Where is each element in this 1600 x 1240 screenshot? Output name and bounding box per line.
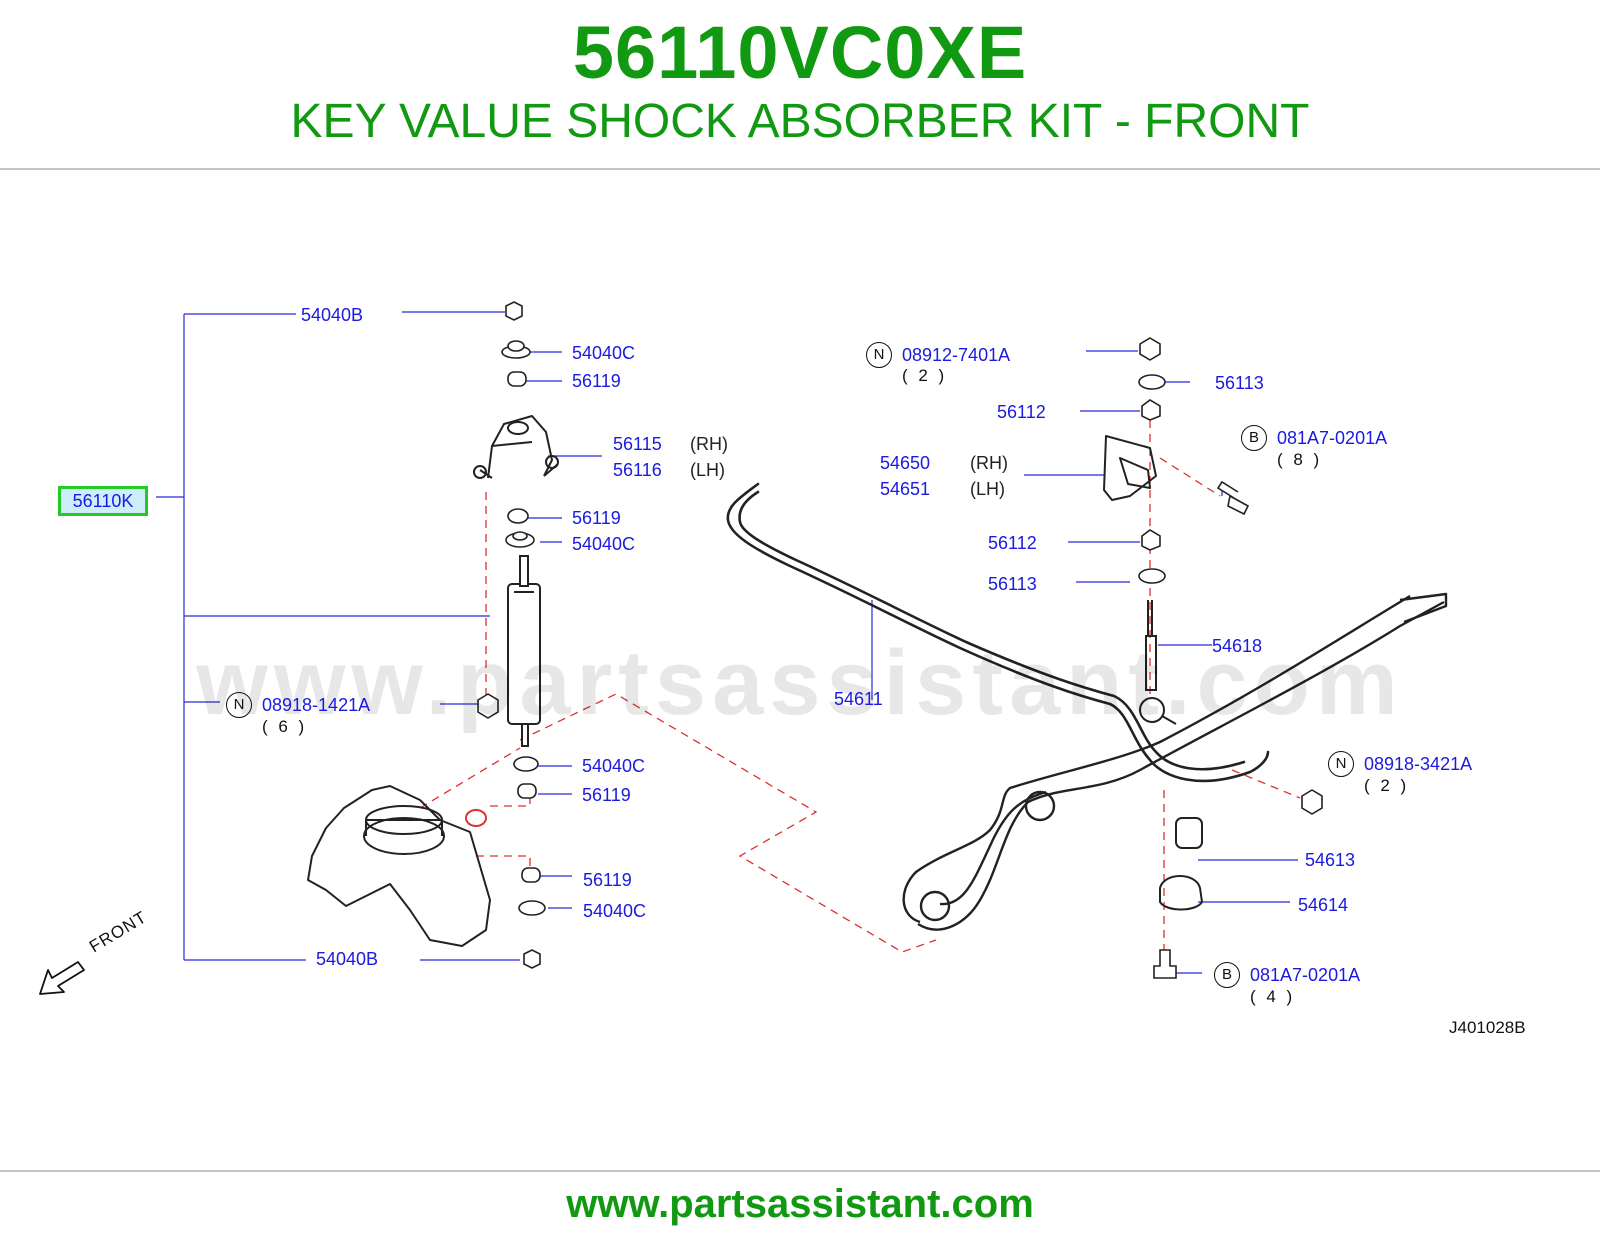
bushing-56112-1 <box>1141 399 1161 421</box>
label-56113-2[interactable]: 56113 <box>988 574 1037 594</box>
part-description-title: KEY VALUE SHOCK ABSORBER KIT - FRONT <box>290 95 1310 148</box>
label-08918-1421A[interactable]: 08918-1421A <box>262 695 371 715</box>
diagram-code: J401028B <box>1449 1018 1526 1037</box>
label-081A7-0201A-2[interactable]: 081A7-0201A <box>1250 965 1361 985</box>
label-56113-1[interactable]: 56113 <box>1215 373 1264 393</box>
washer-54040C-4 <box>518 900 546 916</box>
label-54040C-1[interactable]: 54040C <box>572 343 636 363</box>
upper-bracket <box>479 415 559 479</box>
nut-08918-1421A <box>477 693 499 719</box>
leader-lines <box>402 311 1298 974</box>
bushing-56119-3 <box>517 783 537 799</box>
label-08912-7401A[interactable]: 08912-7401A <box>902 345 1011 365</box>
bushing-56119-4 <box>521 867 541 883</box>
label-54040B-bottom[interactable]: 54040B <box>316 949 379 969</box>
label-56119-1[interactable]: 56119 <box>572 371 621 391</box>
highlighted-part-label: 56110K <box>61 489 145 513</box>
footer-divider <box>0 1170 1600 1172</box>
label-56116[interactable]: 56116 <box>613 460 662 480</box>
shock-absorber-body <box>507 583 541 725</box>
label-lh-54651: (LH) <box>970 479 1005 499</box>
nut-54040B-bottom <box>523 949 541 969</box>
label-54650[interactable]: 54650 <box>880 453 931 473</box>
label-54040B-top[interactable]: 54040B <box>301 305 364 325</box>
washer-54040C-3 <box>513 756 539 772</box>
washer-56113-2 <box>1138 568 1166 584</box>
header: 56110VC0XE KEY VALUE SHOCK ABSORBER KIT … <box>0 0 1600 168</box>
qty-2a: ( 2 ) <box>902 366 948 385</box>
bushing-56112-2 <box>1141 529 1161 551</box>
circle-b-marker: B <box>1241 425 1267 451</box>
circle-n-marker-2: N <box>866 342 892 368</box>
label-08918-3421A[interactable]: 08918-3421A <box>1364 754 1473 774</box>
nut-08918-3421A <box>1301 789 1323 815</box>
circle-n-marker-3: N <box>1328 751 1354 777</box>
label-56115[interactable]: 56115 <box>613 434 662 454</box>
dashed-lower-ref <box>519 693 937 953</box>
dashed-nut-ref <box>1231 769 1301 799</box>
label-54613[interactable]: 54613 <box>1305 850 1356 870</box>
stabilizer-bar-54611 <box>726 482 1270 783</box>
label-lh-56116: (LH) <box>690 460 725 480</box>
bracket-54650 <box>1103 435 1157 501</box>
highlighted-part-56110K[interactable]: 56110K <box>58 486 148 516</box>
bolt-081A7-0201A-2 <box>1153 949 1177 979</box>
label-56112-1[interactable]: 56112 <box>997 402 1046 422</box>
stabilizer-link-54618 <box>1145 600 1157 691</box>
header-divider <box>0 168 1600 170</box>
label-54040C-3[interactable]: 54040C <box>582 756 646 776</box>
qty-8: ( 8 ) <box>1277 450 1323 469</box>
circle-b-marker-2: B <box>1214 962 1240 988</box>
label-54614[interactable]: 54614 <box>1298 895 1349 915</box>
label-rh-56115: (RH) <box>690 434 728 454</box>
qty-4: ( 4 ) <box>1250 987 1296 1006</box>
nut-54040B-top <box>505 301 523 321</box>
label-rh-54650: (RH) <box>970 453 1008 473</box>
part-number-title: 56110VC0XE <box>572 11 1028 94</box>
dashed-bolt-1 <box>1159 457 1221 497</box>
label-56112-2[interactable]: 56112 <box>988 533 1037 553</box>
qty-2b: ( 2 ) <box>1364 776 1410 795</box>
clamp-54614 <box>1159 875 1204 911</box>
label-54618[interactable]: 54618 <box>1212 636 1263 656</box>
label-54651[interactable]: 54651 <box>880 479 931 499</box>
bolt-081A7-0201A-1 <box>1216 480 1250 516</box>
bushing-56119-2 <box>507 508 529 524</box>
washer-56113-1 <box>1138 374 1166 390</box>
crossmember-frame <box>902 594 1445 931</box>
nut-08912-7401A <box>1139 337 1161 361</box>
dashed-mount <box>419 747 531 868</box>
front-arrow <box>39 961 85 995</box>
label-54611[interactable]: 54611 <box>834 689 883 709</box>
bushing-56119-1 <box>507 371 527 387</box>
label-56119-3[interactable]: 56119 <box>582 785 631 805</box>
qty-6: ( 6 ) <box>262 717 308 736</box>
label-54040C-2[interactable]: 54040C <box>572 534 636 554</box>
label-56119-4[interactable]: 56119 <box>583 870 632 890</box>
label-54040C-4[interactable]: 54040C <box>583 901 647 921</box>
footer-url-link[interactable]: www.partsassistant.com <box>566 1182 1034 1226</box>
circle-n-marker: N <box>226 692 252 718</box>
bracket-56110K <box>156 313 490 961</box>
label-081A7-0201A-1[interactable]: 081A7-0201A <box>1277 428 1388 448</box>
label-56119-2[interactable]: 56119 <box>572 508 621 528</box>
steering-knuckle <box>307 785 491 947</box>
bushing-54613 <box>1175 817 1203 849</box>
